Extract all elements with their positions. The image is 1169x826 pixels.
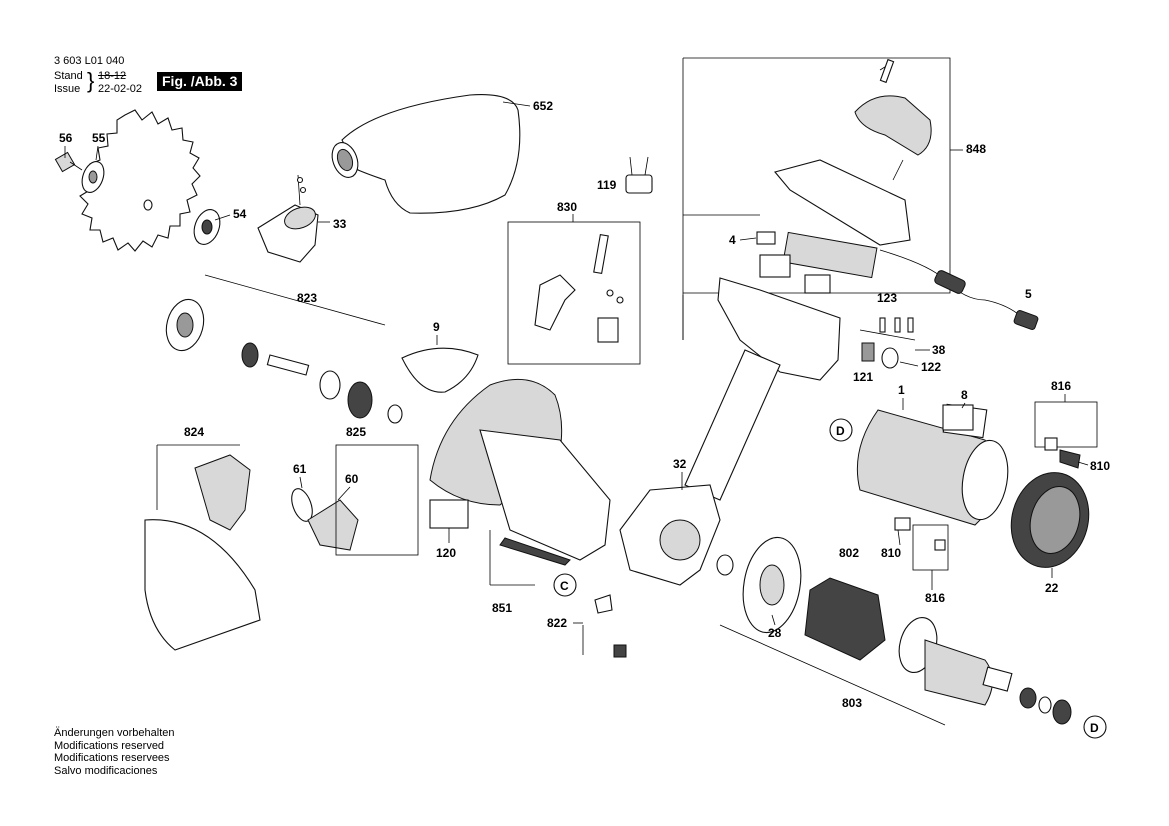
upper-guard-9 <box>401 347 611 561</box>
part-labels: 652 56 55 54 33 119 848 830 4 823 9 123 … <box>59 99 1110 739</box>
lower-guard-824 <box>144 444 261 651</box>
part-label-848: 848 <box>966 142 986 156</box>
cable-clip-119 <box>625 156 653 194</box>
part-label-825: 825 <box>346 425 366 439</box>
note-de: Änderungen vorbehalten <box>54 727 175 739</box>
part-label-810-top: 810 <box>1090 459 1110 473</box>
label-plate-8 <box>942 404 974 431</box>
issue-label: Issue <box>54 83 81 95</box>
part-label-119: 119 <box>597 178 617 192</box>
handle-848-group <box>682 57 951 340</box>
callout-circle-c <box>553 573 577 597</box>
part-label-823: 823 <box>297 291 317 305</box>
part-label-8: 8 <box>961 388 968 402</box>
screw-group-825 <box>335 444 419 556</box>
part-label-123: 123 <box>877 291 897 305</box>
dust-adapter-33 <box>257 174 319 263</box>
part-label-802: 802 <box>839 546 859 560</box>
stand-label: Stand <box>54 70 83 82</box>
part-label-54: 54 <box>233 207 247 221</box>
label-plate-120 <box>429 499 469 529</box>
inner-flange-54 <box>193 209 221 245</box>
part-label-1: 1 <box>898 383 905 397</box>
part-label-c: C <box>560 579 569 593</box>
part-label-60: 60 <box>345 472 359 486</box>
part-label-122: 122 <box>921 360 941 374</box>
brace: } <box>87 68 95 93</box>
washer-61 <box>291 488 313 522</box>
part-label-d-top: D <box>836 424 845 438</box>
dust-bag-652 <box>331 94 521 214</box>
part-label-d-bottom: D <box>1090 721 1099 735</box>
part-label-120: 120 <box>436 546 456 560</box>
part-label-803: 803 <box>842 696 862 710</box>
part-label-5: 5 <box>1025 287 1032 301</box>
cover-plate-60 <box>307 499 359 551</box>
blade-screw-56 <box>54 151 83 173</box>
part-label-816-bottom: 816 <box>925 591 945 605</box>
part-label-824: 824 <box>184 425 204 439</box>
issue-value: 22-02-02 <box>98 83 143 95</box>
part-label-851: 851 <box>492 601 512 615</box>
bearing-flange-823 <box>165 274 403 424</box>
spring-822 <box>582 594 627 658</box>
switch-assembly-830 <box>507 221 641 365</box>
outer-flange-55 <box>81 161 105 193</box>
part-label-33: 33 <box>333 217 347 231</box>
part-label-61: 61 <box>293 462 307 476</box>
end-cap-22 <box>1010 472 1090 568</box>
part-label-55: 55 <box>92 131 106 145</box>
stator-28 <box>804 577 886 661</box>
part-label-38: 38 <box>932 343 946 357</box>
doc-number: 3 603 L01 040 <box>54 55 125 67</box>
part-label-22: 22 <box>1045 581 1059 595</box>
brush-holder-816-bottom <box>894 517 949 571</box>
part-label-4: 4 <box>729 233 736 247</box>
motor-housing-1 <box>856 403 1009 526</box>
part-label-56: 56 <box>59 131 73 145</box>
spindle-851 <box>489 530 571 586</box>
note-en: Modifications reserved <box>54 739 165 752</box>
armature-803 <box>719 617 1072 726</box>
note-fr: Modifications reservees <box>54 752 170 764</box>
saw-arm <box>684 277 916 501</box>
part-label-9: 9 <box>433 320 440 334</box>
part-label-32: 32 <box>673 457 687 471</box>
note-es: Salvo modificaciones <box>54 764 158 777</box>
part-label-28: 28 <box>768 626 782 640</box>
callout-circle-d-top <box>829 418 853 442</box>
stand-value: 18-12 <box>98 70 127 82</box>
part-label-816-top: 816 <box>1051 379 1071 393</box>
part-label-810-bottom: 810 <box>881 546 901 560</box>
brush-holder-816-top <box>1034 401 1098 469</box>
part-label-830: 830 <box>557 200 577 214</box>
callout-circle-d-bottom <box>1083 715 1107 739</box>
part-label-121: 121 <box>853 370 873 384</box>
part-label-822: 822 <box>547 616 567 630</box>
power-cord-5 <box>879 249 1039 330</box>
switch-rocker-4 <box>756 231 878 294</box>
figure-label: Fig. /Abb. 3 <box>157 72 243 91</box>
gear-housing-32 <box>619 484 721 586</box>
fan-802 <box>716 536 802 634</box>
notes: Änderungen vorbehalten Modifications res… <box>54 727 174 777</box>
part-label-652: 652 <box>533 99 553 113</box>
